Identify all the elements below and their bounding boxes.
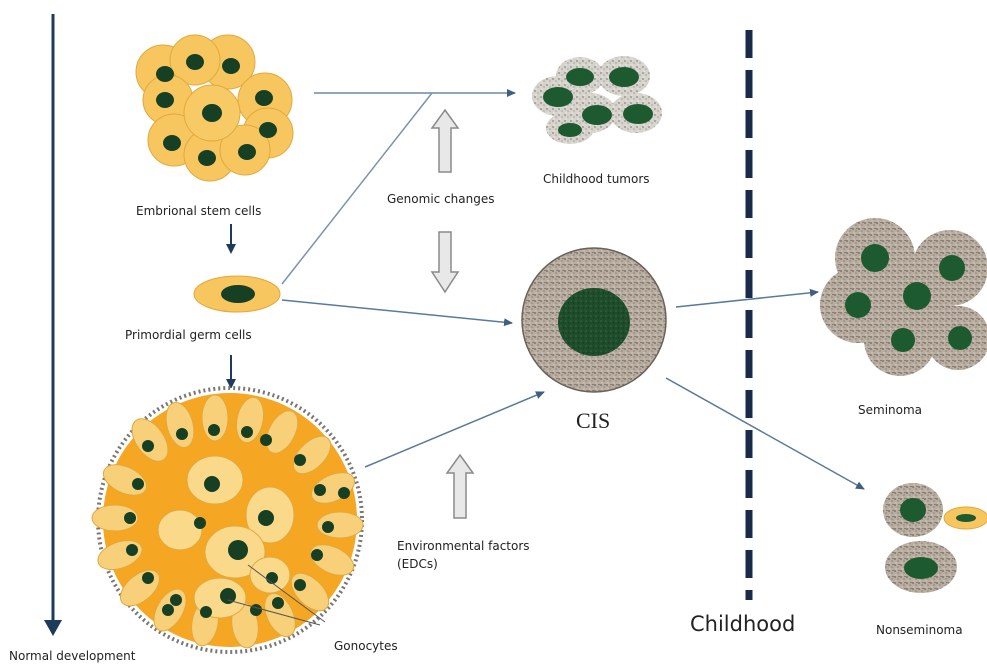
arrow-esc-to-pgc [226,224,236,254]
embrional-stem-cells-label: Embrional stem cells [136,203,261,219]
normal-development-arrow [44,14,62,636]
environmental-factors-label: Environmental factors [397,538,530,554]
arrow-cis-to-nonseminoma [666,378,864,489]
nonseminoma-label: Nonseminoma [876,622,963,638]
edcs-label: (EDCs) [397,556,438,572]
primordial-germ-cell [194,276,280,312]
seminoma-label: Seminoma [858,402,922,418]
genomic-changes-down-arrow [432,232,458,292]
seminoma-cluster [820,218,987,376]
embrional-stem-cells-cluster [136,35,293,181]
genomic-changes-up-arrow [432,110,458,172]
gonocytes-label: Gonocytes [334,638,398,654]
arrow-pgc-to-tumors-line [282,93,432,284]
gonocytes-tubule [92,388,363,652]
childhood-tumors-cluster [532,56,662,144]
genomic-changes-label: Genomic changes [387,191,494,207]
primordial-germ-cells-label: Primordial germ cells [125,327,252,343]
arrow-gonocytes-to-cis [365,392,544,467]
normal-development-label: Normal development [9,648,135,664]
environmental-factors-up-arrow [447,455,473,518]
arrow-pgc-to-cis [282,300,512,323]
childhood-tumors-label: Childhood tumors [543,171,650,187]
cis-cell [522,248,666,392]
nonseminoma-cluster [883,483,987,593]
cis-label: CIS [576,408,610,434]
arrow-pgc-to-gonocytes [226,355,236,389]
childhood-label: Childhood [690,612,795,636]
